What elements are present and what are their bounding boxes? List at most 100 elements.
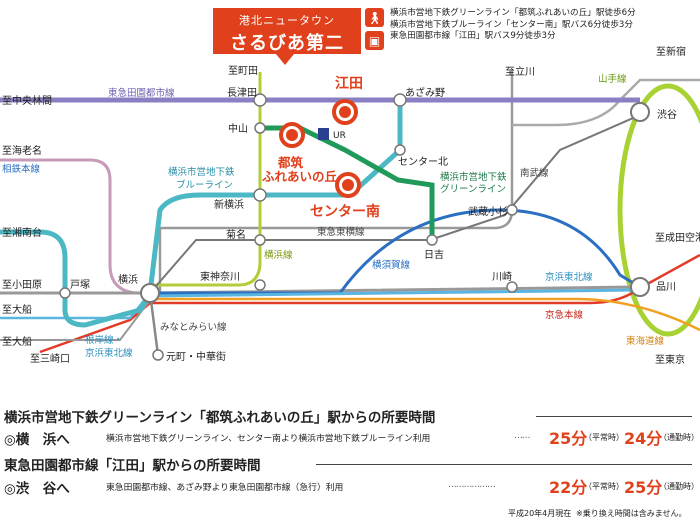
station-kawasaki: 川崎	[492, 270, 512, 283]
heading-denentoshi: 東急田園都市線「江田」駅からの所要時間	[4, 458, 261, 474]
station-shinjuku: 至新宿	[656, 45, 686, 58]
access-line-2: 横浜市営地下鉄ブルーライン「センター南」駅バス6分徒歩3分	[390, 19, 633, 30]
azamino-dot	[393, 93, 407, 107]
station-shibuya: 渋谷	[657, 108, 677, 121]
access-line-1: 横浜市営地下鉄グリーンライン「都筑ふれあいの丘」駅徒歩6分	[390, 8, 636, 18]
line-label-sotetsu: 相鉄本線	[2, 163, 41, 175]
line-label-negishi-1: 根岸線・	[85, 334, 123, 346]
note-rush-1: （通勤時）	[659, 433, 699, 442]
station-ebina: 至海老名	[2, 144, 42, 157]
station-shin-yokohama: 新横浜	[214, 198, 244, 211]
station-ofuna-1: 至大船	[2, 303, 32, 316]
travel-row-shibuya: ◎渋 谷へ 東急田園都市線、あざみ野より東急田園都市線（急行）利用 …………………	[4, 477, 699, 499]
station-tokyo: 至東京	[655, 353, 685, 366]
travel-row-yokohama: ◎横 浜へ 横浜市営地下鉄グリーンライン、センター南より横浜市営地下鉄ブルーライ…	[4, 428, 699, 450]
access-line-3: 東急田園都市線「江田」駅バス9分徒歩3分	[390, 31, 556, 41]
dots-1: ……	[514, 431, 531, 441]
heading-rule-2	[316, 464, 692, 465]
shibuya-dot	[630, 102, 650, 122]
dest-yokohama: ◎横 浜へ	[4, 432, 70, 448]
bus-icon: ▣	[365, 31, 384, 50]
station-ofuna-2: 至大船	[2, 335, 32, 348]
line-label-green-2: グリーンライン	[440, 183, 506, 195]
higashi-kanagawa-dot	[254, 279, 266, 291]
kawasaki-dot	[506, 281, 518, 293]
station-musashi-kosugi: 武蔵小杉	[468, 205, 508, 218]
line-label-blue-2: ブルーライン	[176, 179, 233, 191]
station-naka-rinkan: 至中央林間	[2, 94, 52, 107]
line-label-toyoko: 東急東横線	[317, 226, 365, 238]
toyoko-line	[149, 114, 641, 294]
line-label-denentoshi: 東急田園都市線	[108, 87, 175, 99]
station-machida: 至町田	[228, 65, 258, 77]
motomachi-dot	[152, 349, 164, 361]
minatomirai-line	[148, 292, 160, 356]
line-label-tokaido: 東海道線	[626, 335, 665, 347]
line-label-blue-1: 横浜市営地下鉄	[168, 166, 235, 178]
station-yokohama: 横浜	[118, 273, 138, 286]
yokohama-line	[150, 72, 262, 287]
line-label-yamanote: 山手線	[598, 73, 627, 85]
note-normal-2: （平常時）	[584, 482, 624, 491]
tokaido-orange-line	[150, 297, 700, 332]
line-label-keihin-tohoku: 京浜東北線	[545, 271, 593, 283]
callout-pointer	[276, 54, 294, 65]
callout-title: さるびあ第二	[230, 33, 344, 54]
keihin-tohoku-line	[149, 288, 641, 298]
note-rush-2: （通勤時）	[659, 482, 699, 491]
station-odawara: 至小田原	[2, 279, 42, 291]
kikuna-dot	[254, 234, 266, 246]
callout-subtitle: 港北ニュータウン	[239, 14, 335, 27]
line-label-yokohama-line: 横浜線	[264, 249, 293, 261]
tokaido-south-line	[0, 299, 151, 341]
time-normal-shibuya: 22分	[549, 478, 588, 497]
blue-line	[0, 100, 403, 328]
yokosuka-line	[150, 208, 641, 295]
station-kikuna: 菊名	[226, 228, 246, 241]
date-note: 平成20年4月現在	[508, 509, 572, 518]
keikyu-line	[39, 253, 700, 354]
walking-person-icon: 🚶︎	[365, 8, 384, 27]
station-tachikawa: 至立川	[505, 65, 535, 78]
station-totsuka: 戸塚	[70, 279, 90, 291]
heading-rule-1	[536, 416, 692, 417]
line-label-negishi-2: 京浜東北線	[85, 347, 133, 359]
ur-mark	[318, 128, 329, 140]
time-rush-yokohama: 24分	[624, 429, 663, 448]
label-tsuzuki-1: 都筑	[277, 155, 304, 170]
station-azamino: あざみ野	[405, 86, 445, 99]
yamanote-line	[617, 83, 700, 337]
transfer-note: ※乗り換え時間は含みません。	[576, 509, 687, 518]
totsuka-dot	[59, 287, 71, 299]
station-nakayama: 中山	[228, 122, 248, 135]
route-map: UR 江田 都筑 ふれあいの丘 センター南 至中央林間 至町田 至立川 至新宿 …	[0, 45, 700, 366]
dots-2: ………………	[448, 480, 496, 490]
nagatsuta-dot	[253, 93, 267, 107]
label-center-minami: センター南	[310, 203, 380, 220]
label-tsuzuki-2: ふれあいの丘	[262, 169, 338, 184]
nakayama-dot	[254, 122, 266, 134]
station-higashi-kanagawa: 東神奈川	[200, 270, 240, 283]
note-normal-1: （平常時）	[584, 433, 624, 442]
heading-green-line: 横浜市営地下鉄グリーンライン「都筑ふれあいの丘」駅からの所要時間	[4, 410, 436, 426]
musashi-kosugi-dot	[506, 204, 518, 216]
station-nagatsuta: 長津田	[227, 87, 257, 99]
station-hiyoshi: 日吉	[424, 249, 444, 261]
line-label-keikyu: 京急本線	[545, 309, 584, 321]
station-shonandai: 至湘南台	[2, 226, 42, 239]
shin-yokohama-dot	[253, 188, 267, 202]
station-misakiguchi: 至三崎口	[30, 352, 70, 365]
time-rush-shibuya: 25分	[624, 478, 663, 497]
station-narita: 至成田空港	[655, 231, 700, 244]
dest-shibuya: ◎渋 谷へ	[4, 481, 70, 497]
ur-label: UR	[333, 131, 346, 141]
time-normal-yokohama: 25分	[549, 429, 588, 448]
yokohama-dot	[140, 283, 160, 303]
line-label-yokosuka: 横須賀線	[372, 259, 411, 271]
property-callout: 港北ニュータウン さるびあ第二	[213, 8, 361, 54]
hiyoshi-dot	[426, 234, 438, 246]
line-label-minatomirai: みなとみらい線	[160, 321, 227, 333]
route-desc-yokohama: 横浜市営地下鉄グリーンライン、センター南より横浜市営地下鉄ブルーライン利用	[106, 434, 431, 444]
sotetsu-line	[0, 158, 150, 295]
shinagawa-dot	[630, 277, 650, 297]
